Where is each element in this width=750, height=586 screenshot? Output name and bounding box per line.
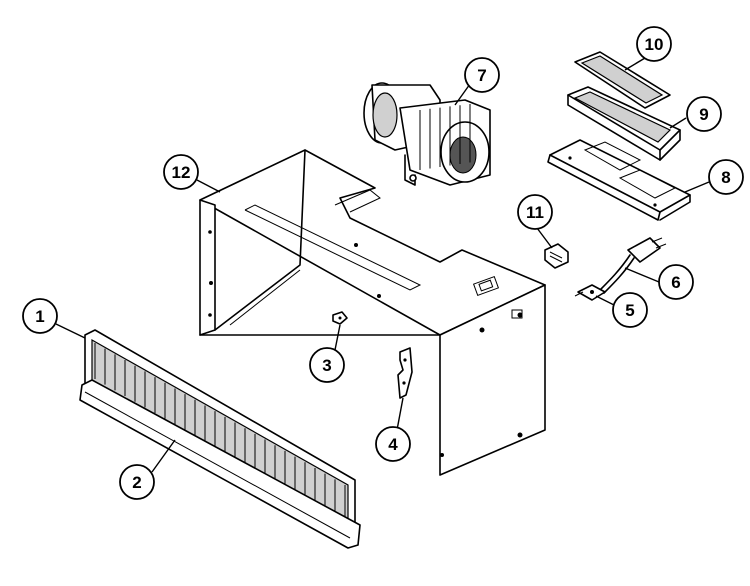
callout-10: 10 xyxy=(636,26,672,62)
callout-10-label: 10 xyxy=(645,35,664,54)
callout-12-label: 12 xyxy=(172,163,191,182)
callout-6-label: 6 xyxy=(671,273,680,292)
callout-7: 7 xyxy=(464,57,500,93)
callout-11: 11 xyxy=(517,194,553,230)
callout-6: 6 xyxy=(658,264,694,300)
callout-3-label: 3 xyxy=(322,356,331,375)
callout-1-label: 1 xyxy=(35,307,44,326)
blower-motor-assembly xyxy=(363,82,491,186)
callout-8-label: 8 xyxy=(721,168,730,187)
callout-4: 4 xyxy=(375,426,411,462)
callout-9: 9 xyxy=(686,96,722,132)
callout-5-label: 5 xyxy=(625,301,634,320)
callout-2: 2 xyxy=(119,464,155,500)
front-grille xyxy=(84,329,356,531)
terminal-plug xyxy=(574,284,606,301)
callout-5: 5 xyxy=(612,292,648,328)
bracket-part xyxy=(397,347,413,399)
callout-8: 8 xyxy=(708,159,744,195)
callout-7-label: 7 xyxy=(477,66,486,85)
filter-cover xyxy=(574,51,671,109)
clip-part xyxy=(332,311,348,325)
bottom-trim-strip xyxy=(79,379,361,549)
callout-4-label: 4 xyxy=(388,435,398,454)
mounting-plate xyxy=(547,139,691,221)
cabinet-housing xyxy=(199,149,546,476)
callout-3: 3 xyxy=(309,347,345,383)
power-cord xyxy=(599,237,667,294)
connector-part xyxy=(544,243,569,269)
callout-12: 12 xyxy=(163,154,199,190)
callout-11-label: 11 xyxy=(526,203,544,222)
filter-tray xyxy=(567,86,681,161)
callout-9-label: 9 xyxy=(699,105,708,124)
callout-2-label: 2 xyxy=(132,473,141,492)
leader-lines xyxy=(55,57,710,473)
callout-1: 1 xyxy=(22,298,58,334)
